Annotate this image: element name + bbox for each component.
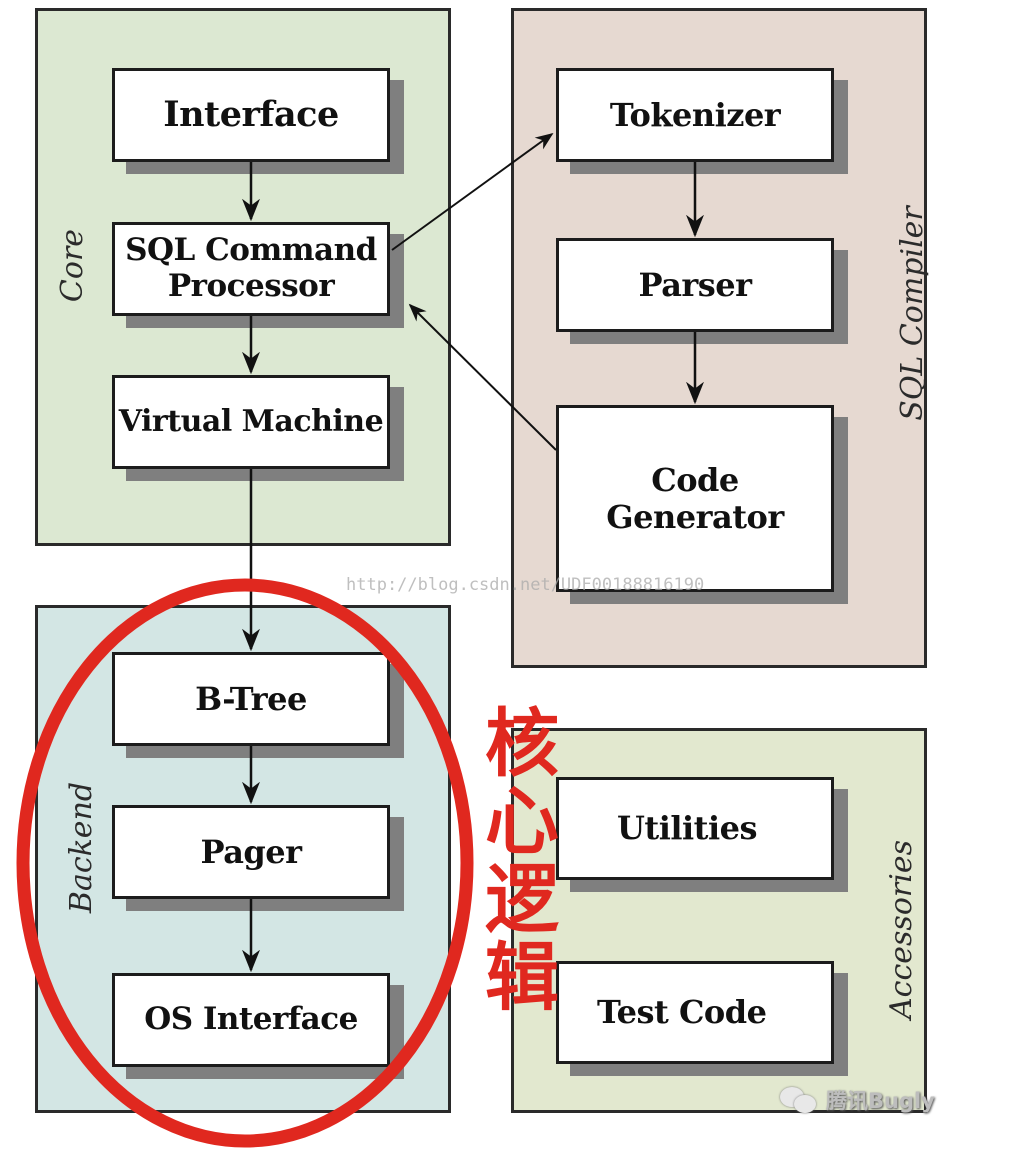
watermark-url: http://blog.csdn.net/UDF00188816190	[346, 575, 705, 595]
node-code-generator-line2: Generator	[606, 497, 784, 536]
wechat-icon	[780, 1085, 818, 1115]
node-code-generator-line1: Code	[651, 460, 739, 499]
node-pager: Pager	[112, 805, 390, 899]
node-btree-label: B-Tree	[195, 679, 307, 718]
annotation-char-2: 心	[485, 779, 559, 865]
brand-name: 腾讯Bugly	[826, 1089, 935, 1113]
panel-label-sql-compiler: SQL Compiler	[894, 206, 930, 421]
node-sql-command-processor: SQL Command Processor	[112, 222, 390, 316]
panel-label-accessories: Accessories	[883, 840, 919, 1019]
highlight-annotation: 核 心 逻 辑	[482, 705, 562, 1017]
node-test-code: Test Code	[556, 961, 834, 1064]
node-parser: Parser	[556, 238, 834, 332]
annotation-char-4: 辑	[485, 935, 559, 1021]
node-utilities-label: Utilities	[617, 809, 757, 848]
node-interface-label: Interface	[163, 93, 339, 135]
node-sql-command-processor-line2: Processor	[167, 268, 335, 304]
node-parser-label: Parser	[638, 265, 752, 304]
node-os-interface: OS Interface	[112, 973, 390, 1067]
brand-watermark: 腾讯Bugly	[780, 1085, 935, 1115]
node-tokenizer: Tokenizer	[556, 68, 834, 162]
node-interface: Interface	[112, 68, 390, 162]
node-test-code-label: Test Code	[597, 993, 767, 1032]
annotation-char-3: 逻	[485, 857, 559, 943]
panel-label-backend: Backend	[64, 781, 100, 914]
node-sql-command-processor-line1: SQL Command	[125, 232, 377, 269]
node-pager-label: Pager	[200, 832, 302, 871]
node-virtual-machine: Virtual Machine	[112, 375, 390, 469]
panel-label-core: Core	[55, 228, 91, 303]
node-code-generator: Code Generator	[556, 405, 834, 592]
node-btree: B-Tree	[112, 652, 390, 746]
node-os-interface-label: OS Interface	[144, 1001, 358, 1038]
annotation-char-1: 核	[485, 701, 559, 787]
node-virtual-machine-label: Virtual Machine	[118, 403, 384, 439]
node-utilities: Utilities	[556, 777, 834, 880]
node-tokenizer-label: Tokenizer	[609, 95, 781, 134]
